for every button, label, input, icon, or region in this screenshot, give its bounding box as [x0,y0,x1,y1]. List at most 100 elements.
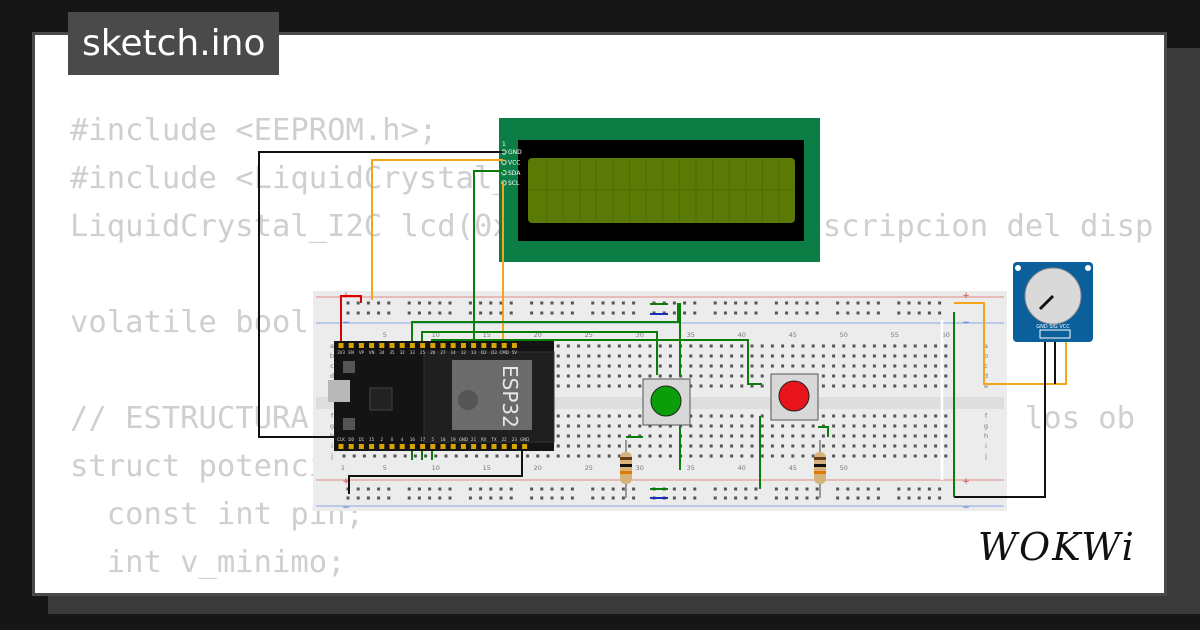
bb-row-label: j [330,452,333,460]
bb-col-label: 35 [687,331,695,339]
code-line: int v_minimo; [70,545,346,580]
bb-col-label: 15 [483,331,491,339]
bb-rail-minus: − [962,503,970,513]
bb-col-label: 25 [585,331,593,339]
bb-row-label: b [984,352,988,360]
esp32-pin-label: 14 [451,350,457,355]
wire-btn2-a[interactable] [818,426,829,437]
lcd-pin-sda[interactable] [501,170,507,176]
esp32-pin-label: 13 [471,350,477,355]
esp32-pin-label: 5 [432,437,435,442]
lcd-pin-vcc[interactable] [501,159,507,165]
esp32-pin-label: VP [359,350,365,355]
bb-row-label: h [984,432,988,440]
esp32-pin-label: 2 [381,437,384,442]
esp32-pin-label: CLK [337,437,345,442]
esp32-pin-label: 3V3 [337,350,345,355]
pushbutton-green-cap [650,385,682,417]
code-line: #include <EEPROM.h>; [70,113,438,148]
bb-rail-plus: + [342,477,350,487]
bb-col-label: 30 [636,331,644,339]
bb-row-label: a [330,342,334,350]
bb-col-label: 55 [891,331,899,339]
bb-row-label: b [330,352,334,360]
pushbutton-green[interactable] [642,378,691,426]
wire-pot-gnd[interactable] [954,334,1046,498]
bb-row-label: c [984,362,988,370]
bb-rail-minus: − [962,318,970,328]
esp32-pin-label: 26 [430,350,436,355]
bb-col-label: 50 [840,331,848,339]
bb-col-label: 45 [789,464,797,472]
wire-power-red[interactable] [340,295,362,344]
bb-col-label: 20 [534,464,542,472]
esp32-pin-label: EN [348,350,354,355]
code-line: volatile bool [70,305,309,340]
bb-row-label: d [330,372,334,380]
resistor-1[interactable] [620,440,632,498]
bb-row-label: a [984,342,988,350]
resistor-2[interactable] [814,440,826,498]
esp32-pin-label: D2 [481,350,487,355]
bb-col-label: 30 [636,464,644,472]
bb-row-label: c [330,362,334,370]
wire-lcd-vcc[interactable] [371,159,503,300]
bb-row-label: i [985,442,987,450]
bb-row-label: d [984,372,988,380]
esp32-pin-label: 12 [461,350,467,355]
bb-col-label: 35 [687,464,695,472]
esp32-pin-label: 25 [420,350,426,355]
esp32-pin-label: D1 [359,437,365,442]
lcd-pin-label: GND [508,149,522,156]
esp32-pin-label: 34 [379,350,385,355]
wire-gnd-rail[interactable] [348,450,523,494]
bb-row-label: i [331,442,333,450]
bb-col-label: 40 [738,331,746,339]
en-button[interactable] [343,418,355,430]
bb-row-label: g [984,422,988,430]
bb-row-label: j [984,452,987,460]
potentiometer-pin-labels: GND SIG VCC [1036,324,1070,330]
esp32-pin-label: 15 [369,437,375,442]
usb-chip [369,387,393,411]
esp32-pin-label: 16 [410,437,416,442]
esp32-pin-label: 19 [451,437,457,442]
bb-col-label: 20 [534,331,542,339]
bb-row-label: f [331,412,334,420]
bb-col-label: 50 [840,464,848,472]
lcd-pin-label: SCL [508,180,520,187]
esp32-pin-label: RX [481,437,487,442]
esp32-pin-label: CMD [500,350,509,355]
bb-rail-minus: − [342,318,350,328]
bb-col-label: 25 [585,464,593,472]
pushbutton-red[interactable] [770,373,819,421]
esp32-pin-label: 5V [512,350,518,355]
bb-col-label: 10 [432,464,440,472]
code-line: // ESTRUCTURA los ob [70,401,1136,436]
esp32-pin-label: D3 [491,350,497,355]
bb-rail-plus: + [962,291,970,301]
bb-col-label: 1 [341,464,345,472]
esp32-label: ESP32 [498,365,522,428]
espressif-logo-icon [458,390,478,410]
bb-rail-plus: + [962,477,970,487]
bb-col-label: 15 [483,464,491,472]
esp32-pin-label: 18 [440,437,446,442]
esp32-pin-label: 4 [401,437,404,442]
bb-row-label: g [330,422,334,430]
boot-button[interactable] [343,361,355,373]
resistor-1-body [620,452,632,484]
wokwi-logo: WOKWi [978,525,1136,569]
esp32-pin-label: 27 [440,350,446,355]
esp32-pin-label: 35 [389,350,395,355]
potentiometer[interactable]: GND SIG VCC [1013,262,1093,342]
wire-pot-vcc[interactable] [954,302,1067,385]
sketch-filename-badge: sketch.ino [68,12,280,75]
wire-lcd-gnd[interactable] [258,151,503,438]
bb-col-label: 5 [383,331,387,339]
